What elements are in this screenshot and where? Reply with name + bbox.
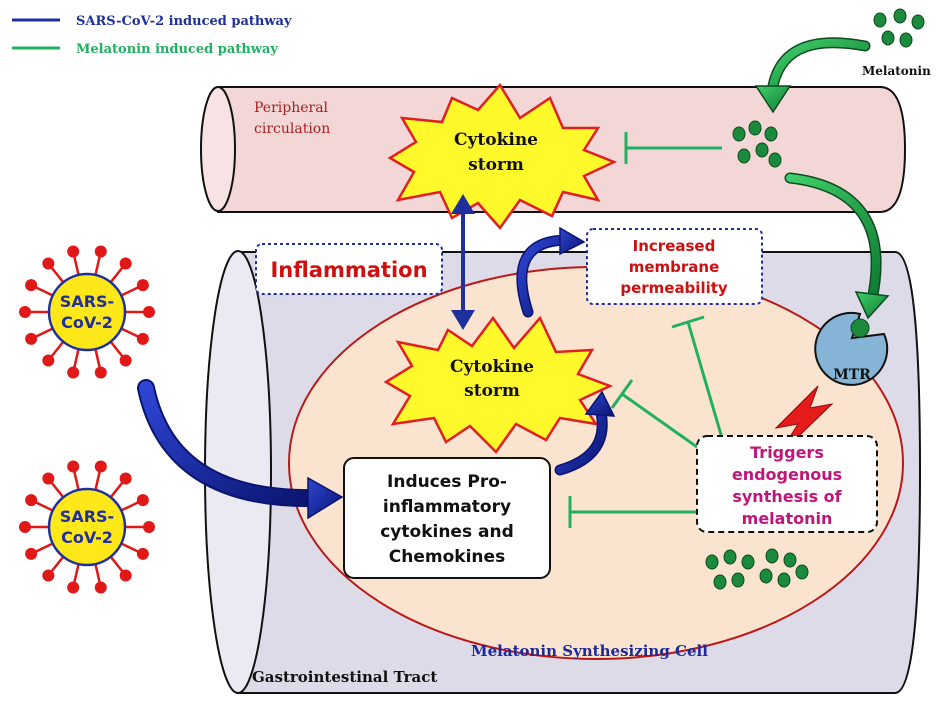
triggers-line3: synthesis of xyxy=(732,487,842,506)
virus-spike-tip xyxy=(136,547,149,560)
induces-box: Induces Pro- inflammatory cytokines and … xyxy=(343,457,551,579)
sars-cov-2-virus-top: SARS- CoV-2 xyxy=(19,245,155,379)
virus-spike-tip xyxy=(136,332,149,345)
legend: SARS-CoV-2 induced pathway Melatonin ind… xyxy=(12,14,292,57)
virus-spike-tip xyxy=(67,460,80,473)
triggers-line4: melatonin xyxy=(742,509,833,528)
arrow-circulation-to-mtr xyxy=(784,172,890,320)
virus-spike-tip xyxy=(119,472,132,485)
virus-spike-tip xyxy=(143,521,155,533)
storm-link-arrow xyxy=(451,194,475,330)
virus-spike-tip xyxy=(19,306,31,318)
inhibit-storm-top xyxy=(624,132,722,164)
legend-label-sars: SARS-CoV-2 induced pathway xyxy=(76,14,292,29)
virus-spike-tip xyxy=(143,306,155,318)
permeability-line3: permeability xyxy=(620,279,728,297)
virus-spike-tip xyxy=(119,257,132,270)
virus-spike-tip xyxy=(25,547,38,560)
virus-spike-tip xyxy=(94,460,107,473)
cytokine-storm-top: Cytokine storm xyxy=(387,82,618,231)
virus-spike-tip xyxy=(42,257,55,270)
virus-bottom-line2: CoV-2 xyxy=(61,528,113,547)
storm-mid-line2: storm xyxy=(464,381,520,401)
triggers-line2: endogenous xyxy=(732,465,842,484)
gi-tract-label: Gastrointestinal Tract xyxy=(252,668,437,686)
triggers-line1: Triggers xyxy=(750,443,824,462)
storm-top-line1: Cytokine xyxy=(454,130,538,150)
storm-top-line2: storm xyxy=(468,155,524,175)
virus-spike-tip xyxy=(119,569,132,582)
storm-mid-line1: Cytokine xyxy=(450,357,534,377)
virus-spike-tip xyxy=(136,279,149,292)
cell-caption: Melatonin Synthesizing Cell xyxy=(471,642,708,660)
peripheral-label-line1: Peripheral xyxy=(254,100,329,116)
induces-line2: inflammatory xyxy=(383,497,511,517)
arrow-induces-to-storm xyxy=(554,390,616,476)
arrow-storm-to-permeability xyxy=(516,226,586,318)
melatonin-molecule-cluster-cell xyxy=(705,548,809,590)
arrow-melatonin-into-circulation xyxy=(754,37,871,114)
virus-spike-tip xyxy=(94,581,107,594)
melatonin-label: Melatonin xyxy=(862,64,931,78)
sars-cov-2-virus-bottom: SARS- CoV-2 xyxy=(19,460,155,594)
virus-spike-tip xyxy=(42,569,55,582)
peripheral-label-line2: circulation xyxy=(254,121,330,137)
legend-label-melatonin: Melatonin induced pathway xyxy=(76,42,278,57)
induces-line4: Chemokines xyxy=(389,547,505,567)
virus-bottom-line1: SARS- xyxy=(60,507,114,526)
inhibit-lines-from-triggers xyxy=(568,315,724,528)
virus-spike-tip xyxy=(67,245,80,258)
melatonin-molecule-cluster-source xyxy=(873,8,925,48)
melatonin-source: Melatonin xyxy=(862,8,931,78)
virus-top-line1: SARS- xyxy=(60,292,114,311)
permeability-line1: Increased xyxy=(633,237,716,255)
permeability-line2: membrane xyxy=(629,258,720,276)
inflammation-label: Inflammation xyxy=(270,258,427,282)
virus-spike-tip xyxy=(119,354,132,367)
arrow-virus-to-induces xyxy=(137,379,344,520)
triggers-box: Triggers endogenous synthesis of melaton… xyxy=(696,435,878,533)
virus-spike-tip xyxy=(67,366,80,379)
induces-line1: Induces Pro- xyxy=(387,472,507,492)
virus-spike-tip xyxy=(25,279,38,292)
virus-spike-tip xyxy=(19,521,31,533)
induces-line3: cytokines and xyxy=(380,522,514,542)
virus-spike-tip xyxy=(25,494,38,507)
virus-spike-tip xyxy=(25,332,38,345)
virus-top-line2: CoV-2 xyxy=(61,313,113,332)
mtr-receptor: MTR xyxy=(814,311,889,386)
virus-spike-tip xyxy=(42,354,55,367)
melatonin-molecule-cluster-circulation xyxy=(732,120,782,168)
mtr-label: MTR xyxy=(833,367,871,383)
cytokine-storm-middle: Cytokine storm xyxy=(383,315,614,454)
virus-spike-tip xyxy=(67,581,80,594)
virus-spike-tip xyxy=(94,366,107,379)
virus-spike-tip xyxy=(136,494,149,507)
mtr-bound-melatonin xyxy=(850,318,870,338)
permeability-box: Increased membrane permeability xyxy=(586,228,763,305)
virus-spike-tip xyxy=(42,472,55,485)
inflammation-box: Inflammation xyxy=(255,243,443,295)
virus-spike-tip xyxy=(94,245,107,258)
